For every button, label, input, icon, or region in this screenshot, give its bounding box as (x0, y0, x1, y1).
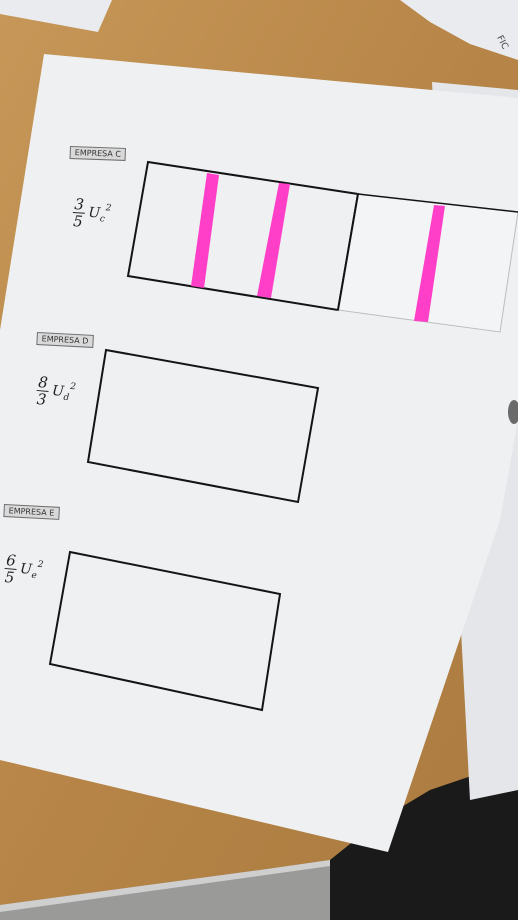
pink-marker-2 (257, 183, 290, 298)
paper-scrap-top-left (0, 0, 112, 32)
section-e-variable: Ue2 (19, 560, 43, 581)
section-e-fraction: 6 5 (3, 551, 18, 587)
section-d-rectangle (86, 348, 320, 504)
metal-object (508, 400, 518, 424)
section-d-variable: Ud2 (51, 382, 76, 403)
paper-scrap-top-right (400, 0, 518, 60)
dark-floor (330, 760, 518, 920)
section-d-denominator: 3 (36, 390, 48, 409)
section-c-variable: Uc2 (88, 203, 112, 225)
section-c-fraction: 3 5 (72, 195, 86, 231)
section-d-var-exp: 2 (69, 381, 77, 393)
section-c-denominator: 5 (72, 212, 84, 231)
section-c-label: EMPRESA C (69, 146, 127, 161)
section-e-var-exp: 2 (37, 559, 44, 571)
section-e-var-sub: e (30, 570, 38, 581)
section-c-diagram (126, 160, 518, 333)
section-e-rectangle (48, 550, 282, 712)
strip-top-edge (357, 193, 518, 213)
pink-marker-3 (414, 205, 445, 322)
section-d-var-sub: d (62, 392, 70, 404)
section-d-fraction: 8 3 (35, 373, 50, 409)
table-edge (0, 860, 330, 912)
strip-divider (337, 193, 359, 311)
section-c-var-exp: 2 (105, 203, 112, 214)
pink-marker-1 (191, 173, 219, 288)
section-d-formula: 8 3 Ud2 (35, 373, 77, 410)
section-c-formula: 3 5 Uc2 (72, 195, 112, 232)
section-e-formula: 6 5 Ue2 (3, 551, 44, 588)
section-c-var-sub: c (99, 214, 106, 225)
section-e-denominator: 5 (4, 568, 16, 587)
